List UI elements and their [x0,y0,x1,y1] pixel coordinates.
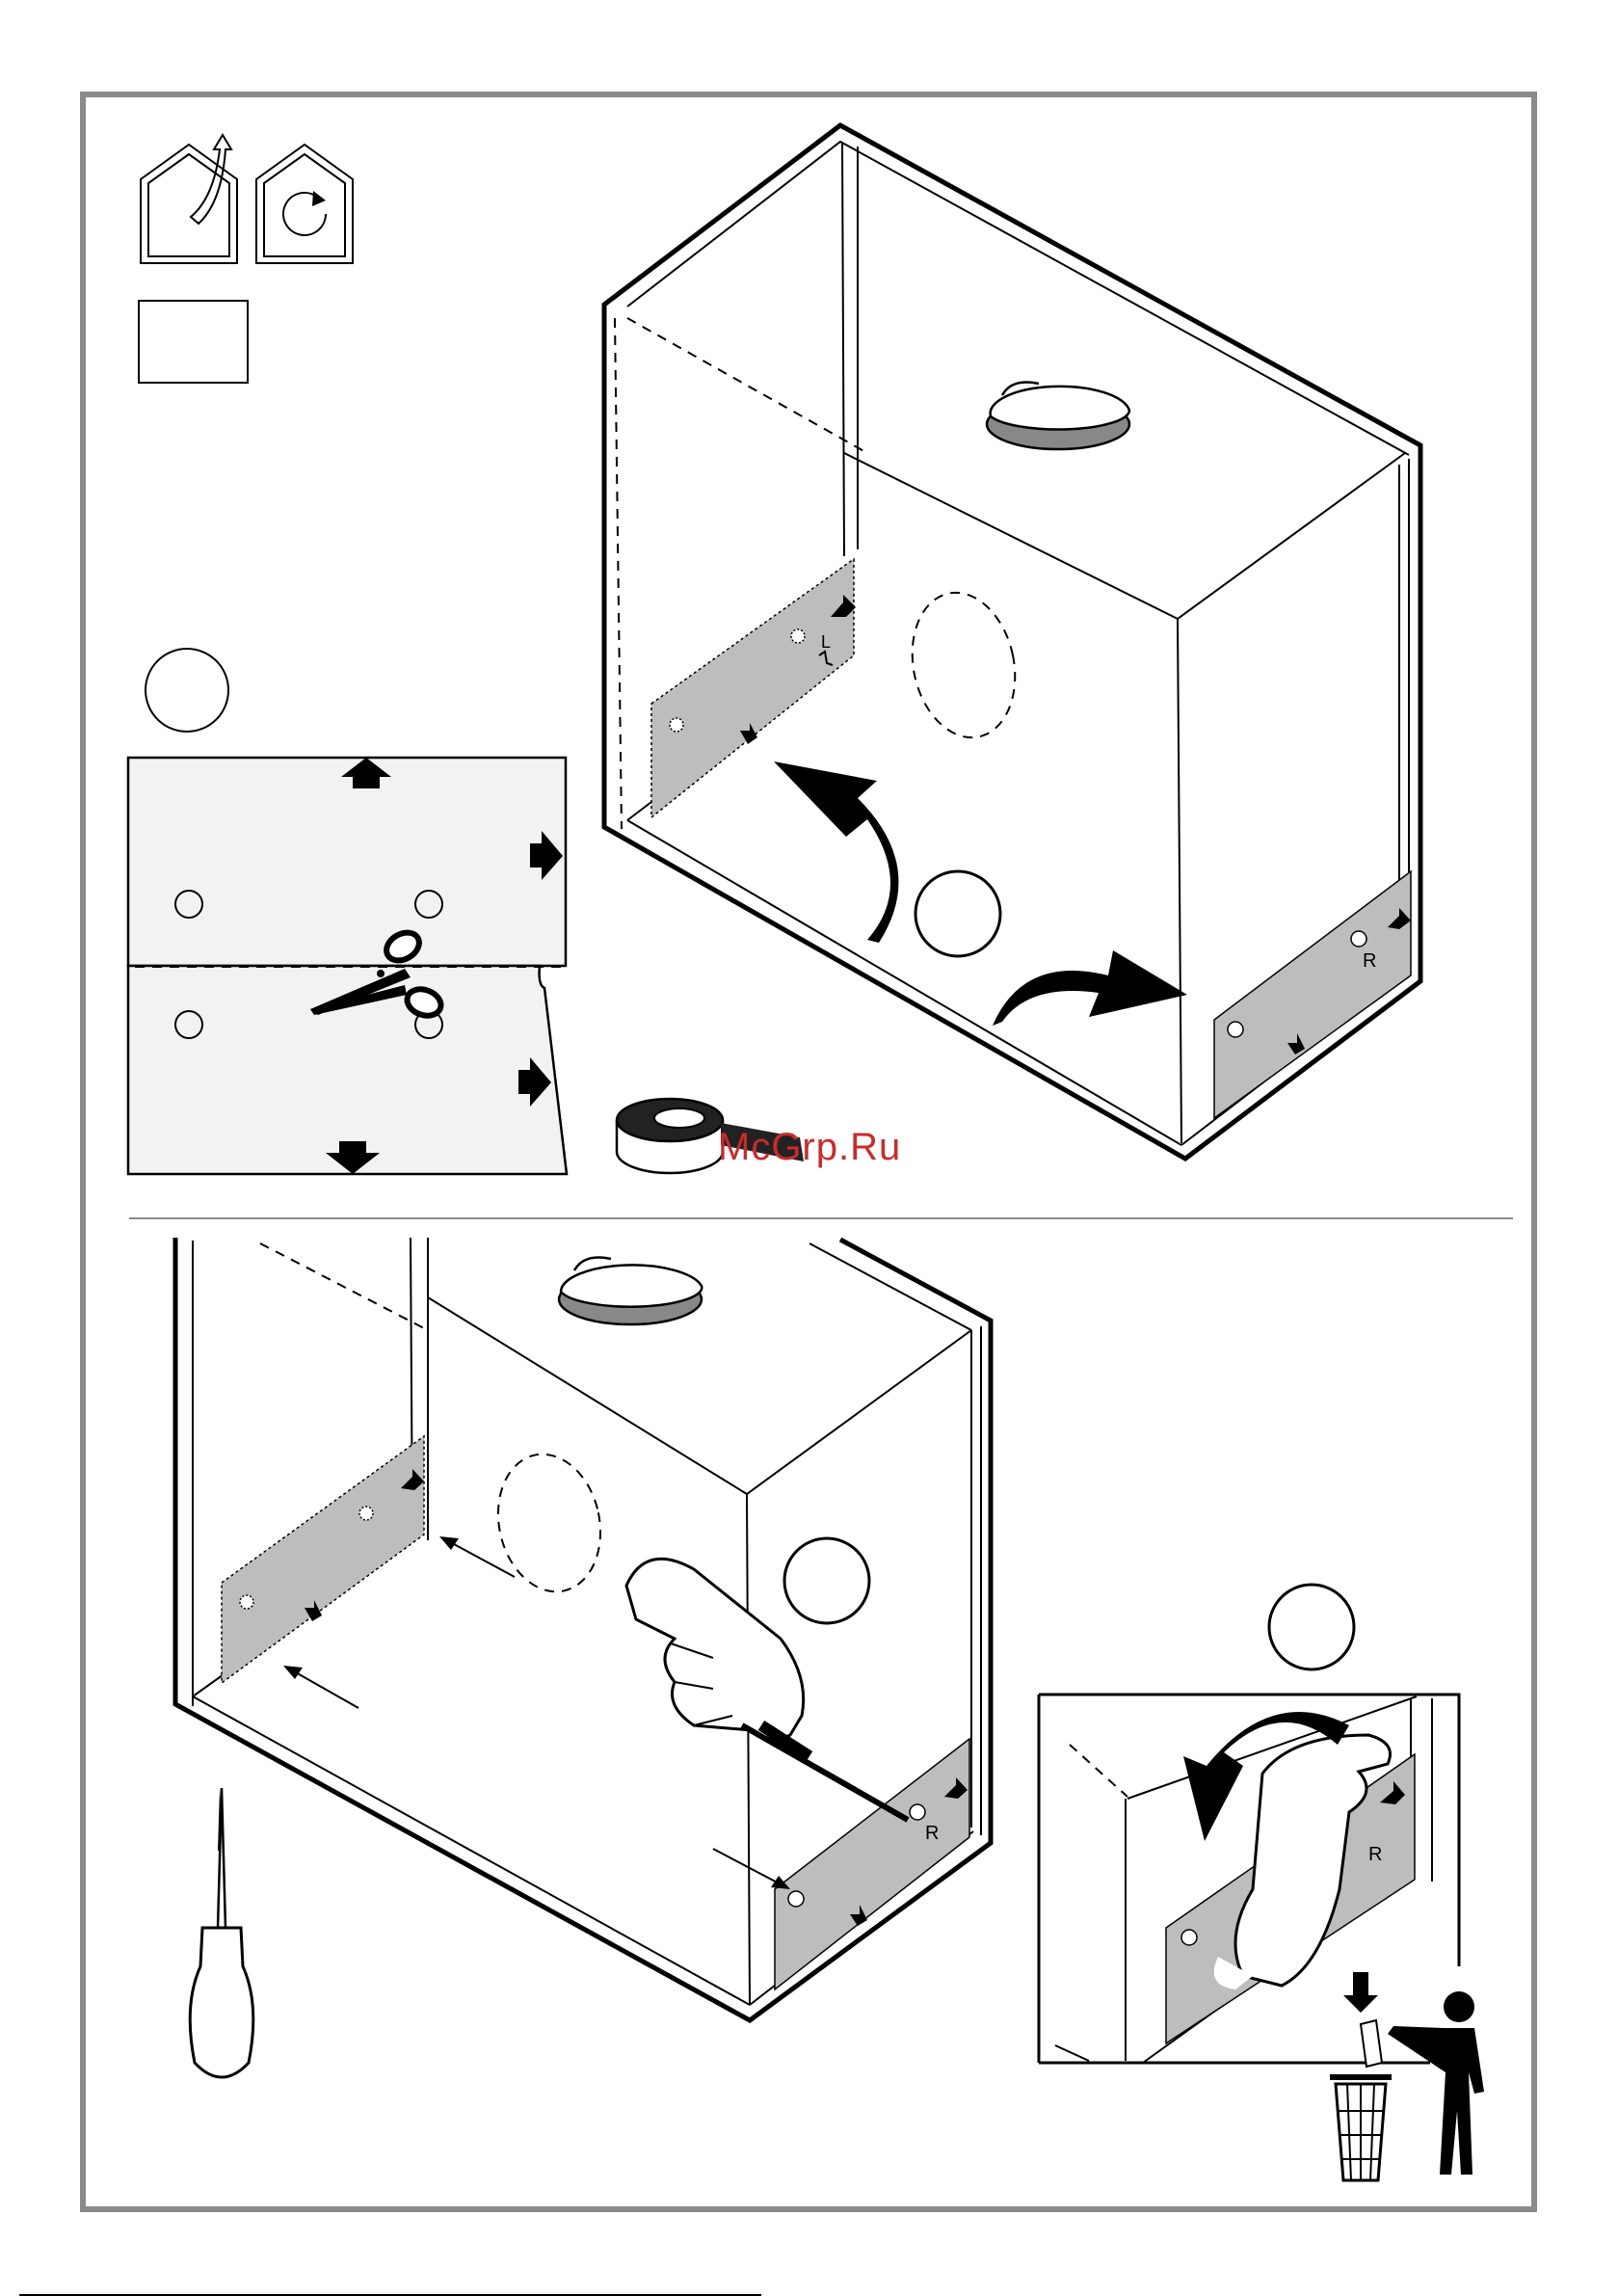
curved-arrow-left [774,761,898,943]
waste-bin-icon [1330,1972,1392,2180]
watermark-text: McGrp.Ru [718,1126,901,1169]
panel-label-r: R [1363,950,1376,972]
curved-arrow-right [993,950,1187,1026]
filter-removal-detail [1039,1695,1459,2063]
step-circle [784,1538,869,1623]
hood-cabinet-bottom [175,1238,991,2020]
screwdriver-icon [190,1788,253,2077]
filter-sheet [128,758,569,1174]
hood-cabinet-top [604,125,1420,1159]
blank-label-box [139,301,248,383]
panel-label-r-detail: R [1368,1844,1382,1865]
panel-label-r-bottom: R [925,1823,939,1844]
recirculation-mode-icon [256,145,353,263]
step-circle [1269,1585,1354,1669]
person-disposing-icon [1388,1991,1484,2175]
step-circle [146,649,228,732]
panel-label-l: L [821,632,831,652]
step-circle [915,871,1000,956]
ducted-mode-icon [141,135,237,263]
